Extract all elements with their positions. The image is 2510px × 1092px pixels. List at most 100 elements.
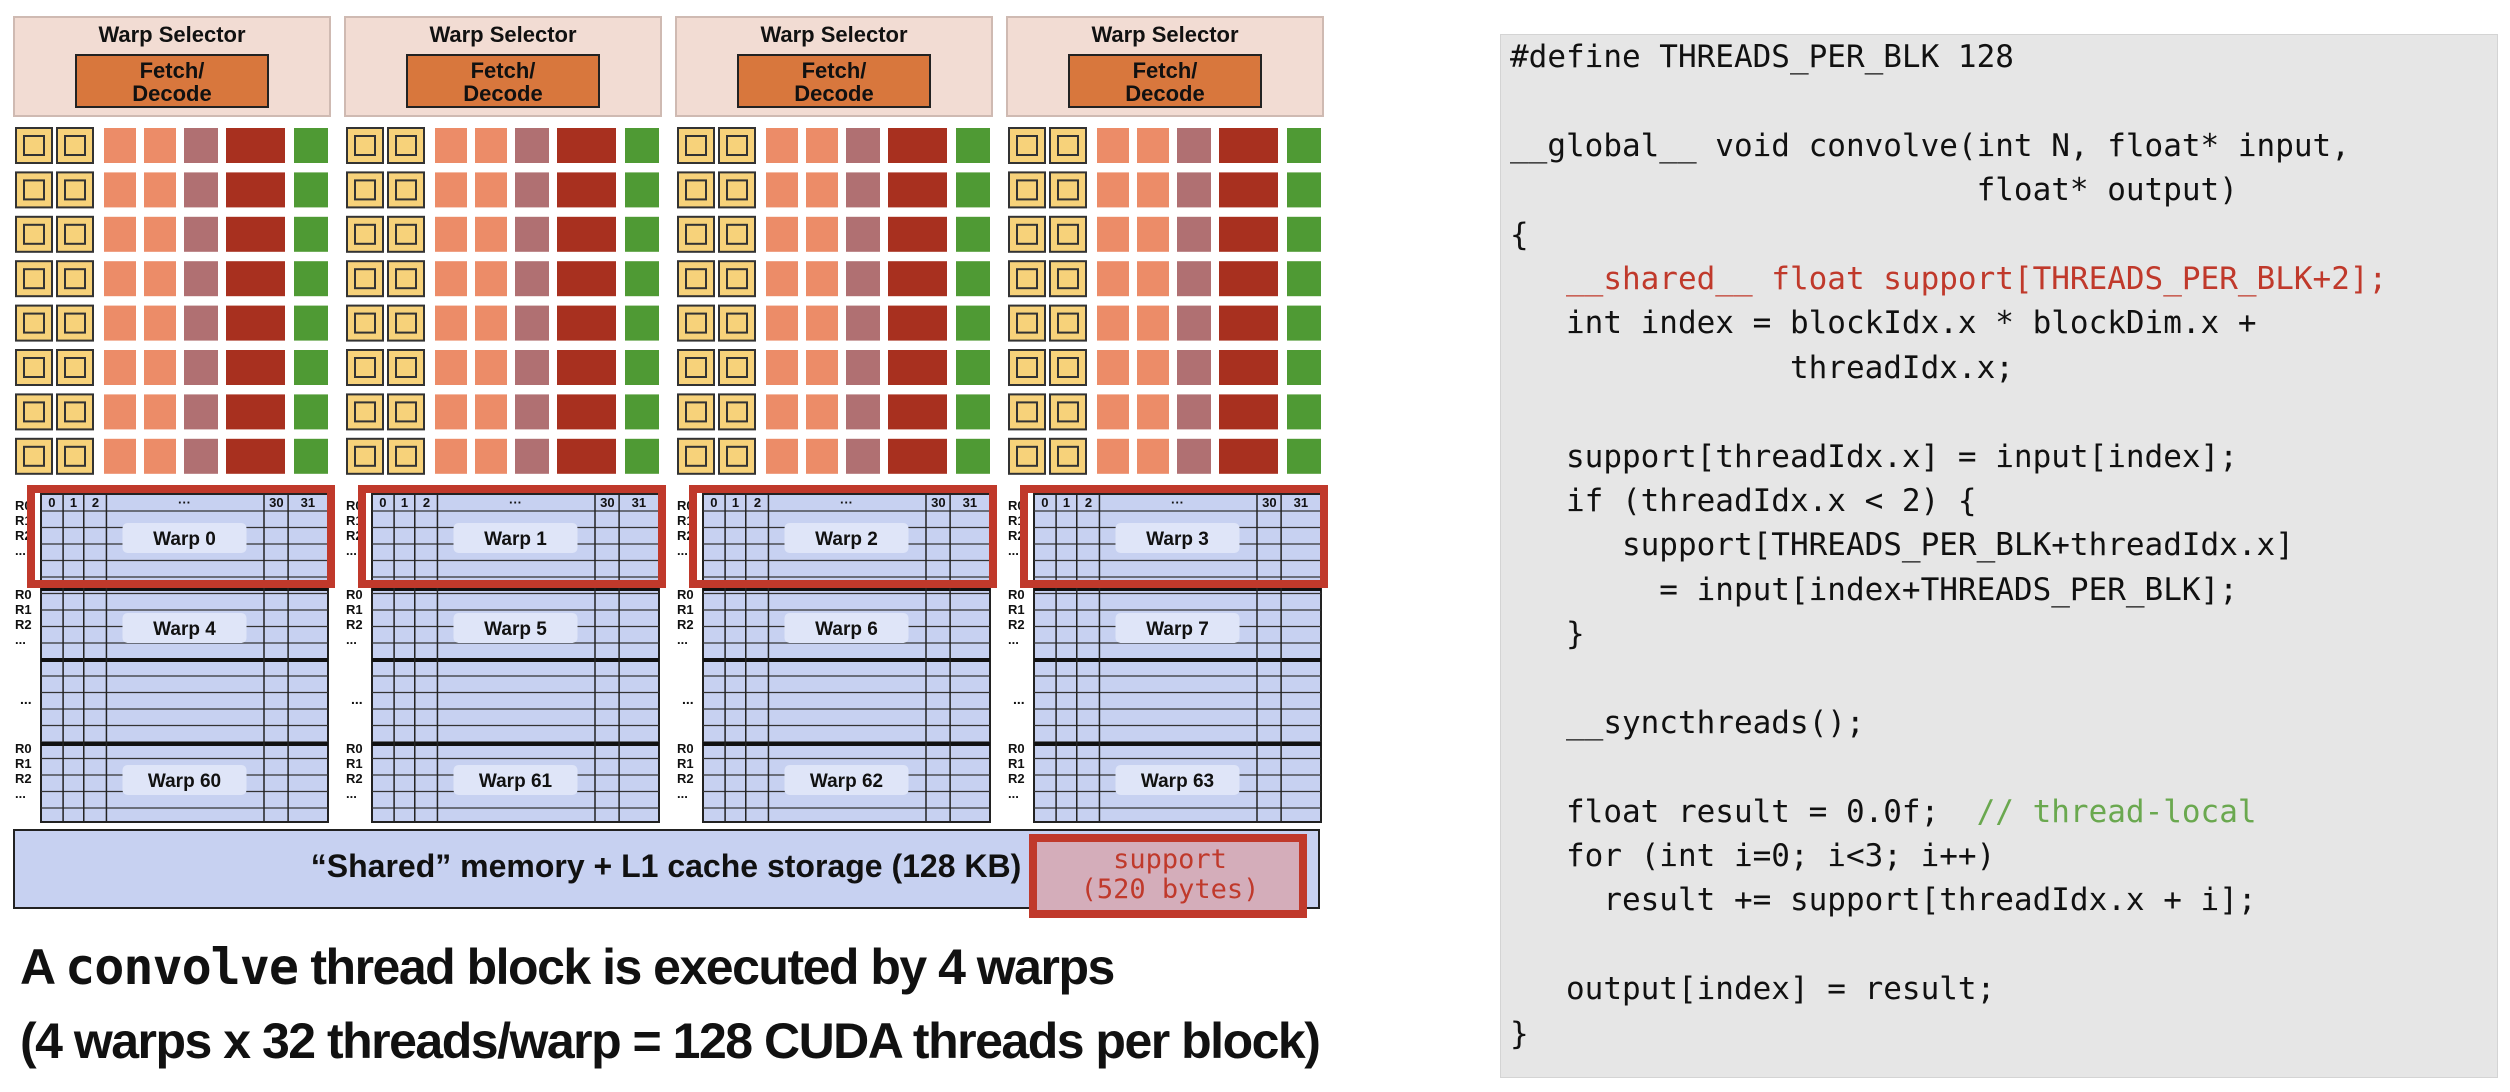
register-label: R0 (1008, 741, 1025, 756)
code-text: support[THREADS_PER_BLK+threadIdx.x] (1510, 527, 2294, 564)
core-cell (346, 349, 384, 386)
core-cell-inner (726, 312, 748, 334)
core-cell (387, 215, 425, 253)
core-cell (15, 304, 53, 342)
alu-cell (1177, 261, 1211, 297)
alu-cell (766, 216, 798, 252)
warp-label: Warp 2 (815, 529, 878, 550)
core-cell (677, 215, 715, 253)
alu-cell (888, 261, 947, 297)
core-cell-inner (726, 135, 748, 156)
warp-label-pill (1115, 523, 1240, 553)
alu-cell (625, 172, 659, 208)
core-cell (15, 437, 53, 475)
alu-cell (1219, 394, 1278, 430)
register-label: R2 (15, 771, 32, 786)
alu-cell (184, 350, 218, 385)
fetch-decode-label: Fetch/Decode (794, 58, 873, 106)
register-label: R1 (15, 756, 32, 771)
alu-cell (184, 394, 218, 430)
register-label: ... (1008, 543, 1019, 558)
alu-cell (226, 172, 285, 208)
thread-column-label: ··· (509, 495, 522, 510)
warp-label: Warp 61 (479, 771, 553, 792)
alu-cell (1219, 172, 1278, 208)
alu-cell (515, 216, 549, 252)
alu-cell (435, 128, 467, 163)
core-cell (1049, 304, 1087, 342)
alu-cell (766, 350, 798, 385)
code-line: { (1510, 213, 2497, 257)
core-cell (1049, 393, 1087, 431)
alu-cell (1097, 350, 1129, 385)
warp-label: Warp 6 (815, 619, 878, 640)
core-cell-inner (395, 135, 417, 156)
code-text: output[index] = result; (1510, 971, 1996, 1008)
register-label: R2 (346, 617, 363, 632)
warp-label-pill (453, 613, 578, 643)
alu-cell (294, 216, 328, 252)
core-cell (718, 171, 756, 209)
core-cell (346, 127, 384, 164)
alu-cell (806, 216, 838, 252)
core-cell (56, 171, 94, 209)
core-cell (15, 260, 53, 298)
register-label: R0 (677, 741, 694, 756)
alu-cell (515, 172, 549, 208)
alu-cell (475, 172, 507, 208)
thread-column-label: 30 (600, 495, 614, 510)
register-label: R1 (1008, 602, 1025, 617)
core-cell (718, 260, 756, 298)
alu-cell (226, 394, 285, 430)
alu-cell (625, 438, 659, 474)
alu-cell (184, 128, 218, 163)
alu-cell (1219, 261, 1278, 297)
core-cell-inner (685, 179, 707, 201)
code-line: if (threadIdx.x < 2) { (1510, 479, 2497, 523)
core-cell-inner (354, 445, 376, 467)
core-cell-inner (64, 401, 86, 423)
code-text: result += support[threadIdx.x + i]; (1510, 882, 2257, 919)
alu-cell (226, 261, 285, 297)
core-cell (677, 437, 715, 475)
core-cell (15, 349, 53, 386)
core-cell (346, 260, 384, 298)
core-cell-inner (64, 445, 86, 467)
core-cell (56, 304, 94, 342)
core-cell-inner (1016, 223, 1038, 245)
alu-cell (294, 172, 328, 208)
core-cell-inner (726, 401, 748, 423)
alu-cell (1287, 350, 1321, 385)
core-cell-inner (395, 223, 417, 245)
thread-column-label: 31 (963, 495, 977, 510)
code-line (1510, 923, 2497, 967)
core-cell (1049, 349, 1087, 386)
caption-line-1-suffix: thread block is executed by 4 warps (310, 939, 1115, 995)
code-line: #define THREADS_PER_BLK 128 (1510, 35, 2497, 79)
alu-cell (956, 394, 990, 430)
core-cell (1049, 437, 1087, 475)
core-cell-inner (685, 135, 707, 156)
core-cell-inner (1057, 135, 1079, 156)
core-cell (56, 260, 94, 298)
alu-cell (144, 394, 176, 430)
alu-cell (515, 305, 549, 341)
thread-column-label: 1 (1063, 495, 1070, 510)
alu-cell (144, 261, 176, 297)
thread-column-label: 31 (632, 495, 646, 510)
thread-column-label: 1 (401, 495, 408, 510)
support-buffer (1029, 834, 1307, 918)
alu-cell (846, 394, 880, 430)
code-line: for (int i=0; i<3; i++) (1510, 834, 2497, 878)
code-text: } (1510, 616, 1585, 653)
core-cell-inner (1057, 357, 1079, 378)
alu-cell (557, 216, 616, 252)
alu-cell (294, 438, 328, 474)
alu-cell (1097, 394, 1129, 430)
core-cell (1049, 215, 1087, 253)
alu-cell (1219, 216, 1278, 252)
register-label: R0 (15, 587, 32, 602)
register-label: R2 (1008, 771, 1025, 786)
core-cell-inner (1016, 268, 1038, 290)
